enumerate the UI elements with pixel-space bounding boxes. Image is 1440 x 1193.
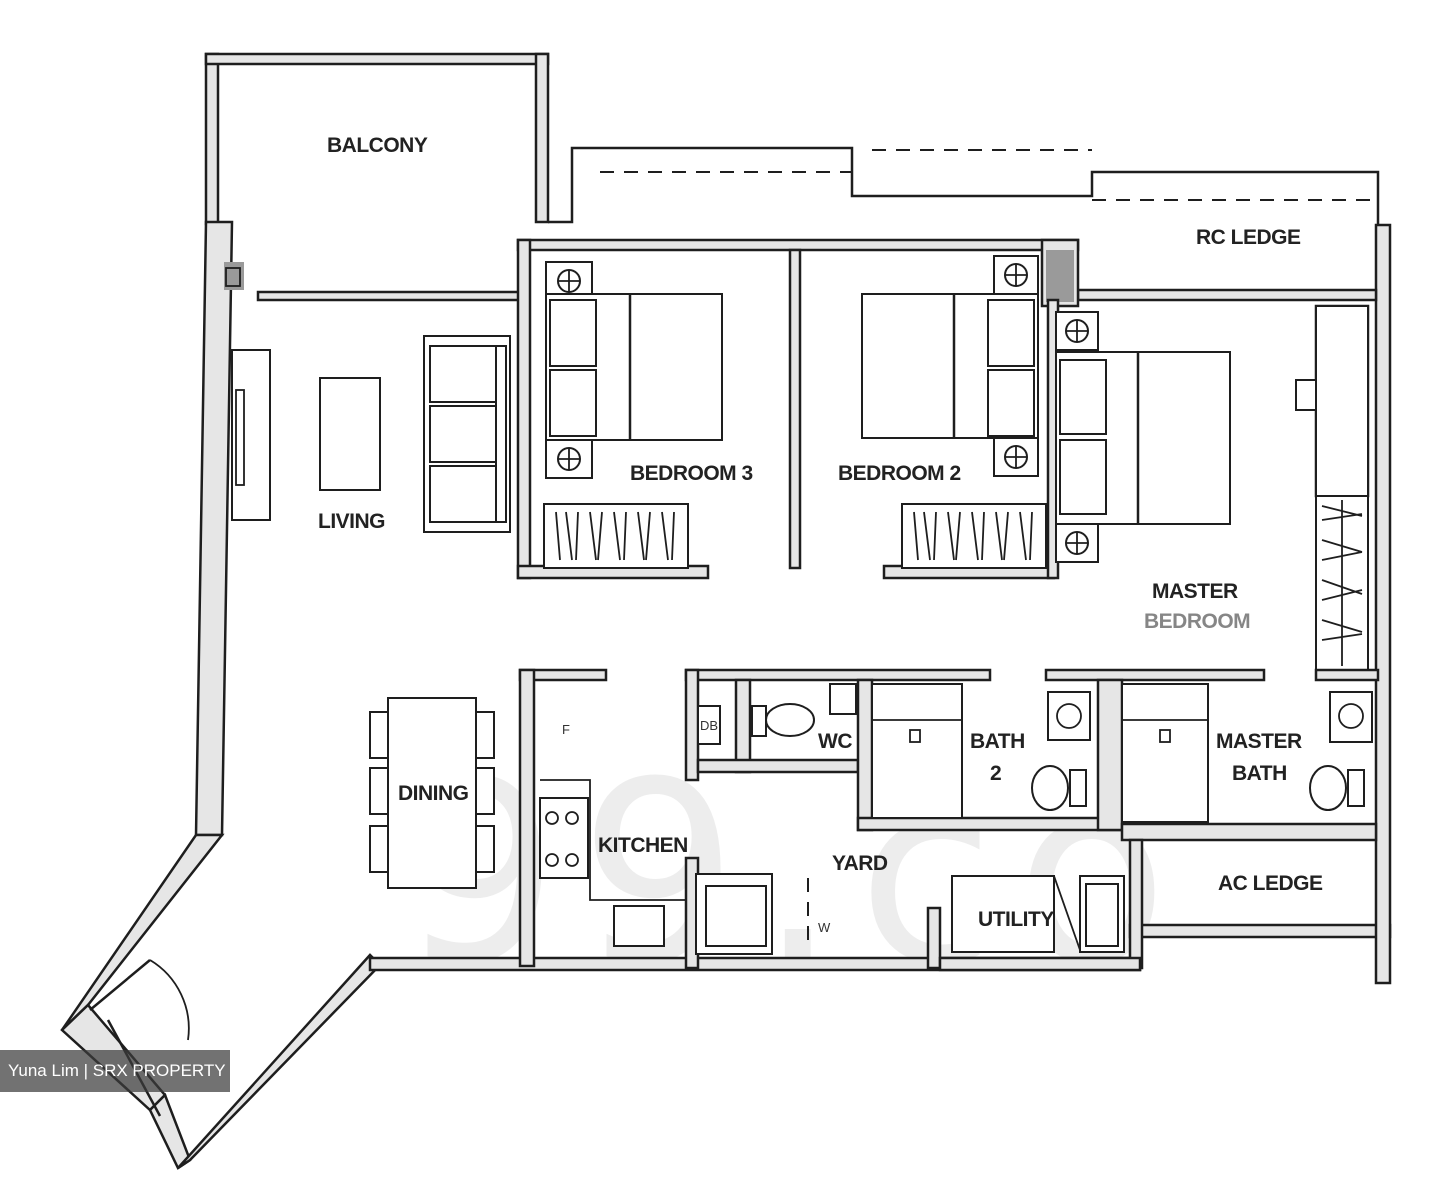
wardrobe — [543, 503, 689, 569]
label-wc: WC — [818, 730, 852, 753]
wardrobe — [901, 503, 1047, 569]
master-basin — [1329, 691, 1373, 743]
db-box — [697, 705, 721, 745]
label-yard: YARD — [832, 852, 888, 875]
label-master-bath-2: BATH — [1232, 762, 1287, 785]
hob — [539, 797, 589, 879]
label-utility: UTILITY — [978, 908, 1054, 931]
master-bath-shower — [1121, 683, 1209, 823]
label-master-bath-1: MASTER — [1216, 730, 1302, 753]
label-ac-ledge: AC LEDGE — [1218, 872, 1323, 895]
room-labels: BALCONY LIVING BEDROOM 3 BEDROOM 2 RC LE… — [318, 134, 1324, 931]
master-toilet — [1309, 765, 1347, 811]
living-furniture — [231, 335, 511, 533]
label-bedroom3: BEDROOM 3 — [630, 462, 753, 485]
label-master-bedroom-2: BEDROOM — [1144, 610, 1250, 633]
sink — [613, 905, 665, 947]
bath2-basin — [1047, 691, 1091, 741]
washer-mark: W — [818, 920, 831, 935]
bath2-toilet — [1031, 765, 1069, 811]
label-balcony: BALCONY — [327, 134, 428, 157]
exterior-walls — [60, 52, 1392, 1170]
tv-console — [231, 349, 271, 521]
dining-furniture — [369, 697, 495, 889]
bath-fixtures — [751, 683, 1373, 823]
wc-toilet — [765, 703, 815, 737]
label-dining: DINING — [398, 782, 469, 805]
label-master-bedroom-1: MASTER — [1152, 580, 1238, 603]
bath2-shower — [871, 683, 963, 819]
rc-ledge-outline — [548, 146, 1380, 225]
dining-table — [387, 697, 477, 889]
label-bath2-2: 2 — [990, 762, 1001, 785]
label-living: LIVING — [318, 510, 385, 533]
bedroom2-furniture — [861, 255, 1047, 569]
bedroom3-furniture — [543, 261, 723, 569]
yard-fixtures: W — [695, 873, 1125, 955]
label-kitchen: KITCHEN — [598, 834, 688, 857]
service-walls — [518, 668, 1380, 972]
label-bath2-1: BATH — [970, 730, 1025, 753]
coffee-table — [319, 377, 381, 491]
label-bedroom2: BEDROOM 2 — [838, 462, 961, 485]
master-bedroom-furniture — [1055, 311, 1369, 671]
fridge-mark: F — [562, 722, 570, 737]
db-mark: DB — [700, 718, 718, 733]
credit-badge: Yuna Lim | SRX PROPERTY — [0, 1050, 230, 1092]
kitchen-fixtures: F DB — [539, 705, 721, 947]
label-rc-ledge: RC LEDGE — [1196, 226, 1301, 249]
